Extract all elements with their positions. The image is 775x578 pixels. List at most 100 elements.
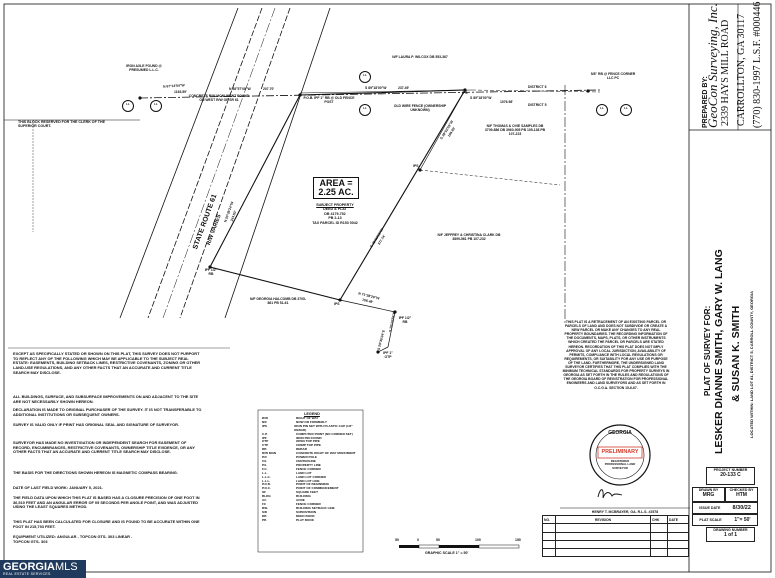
legend-desc: LAND LOT xyxy=(296,470,312,475)
note-10: EQUIPMENT UTILIZED: ANGULAR - TOPCON GTS… xyxy=(13,534,133,544)
ipf-otp-label: IPF 1" OTP xyxy=(383,351,393,359)
ipf-half-label: IPF 1/2" RB xyxy=(204,268,218,276)
seal-state: GEORGIA xyxy=(608,430,632,436)
legend-desc: POINT OF BEGINNING xyxy=(296,482,330,487)
scale-tick: 50 xyxy=(436,538,440,542)
legend-desc: OPEN TOP PIPE xyxy=(296,439,320,444)
revision-header-date: DATE xyxy=(667,514,689,525)
legend-desc: FENCE CORNER xyxy=(296,466,321,471)
legend-desc: BUILDING SETBACK LINE xyxy=(296,505,335,510)
scale-bar xyxy=(399,544,520,549)
watermark-tagline: REAL ESTATE SERVICES xyxy=(3,572,51,576)
legend-row: P.O.B. POINT OF BEGINNING xyxy=(262,483,362,487)
land-lot-tag: LL xyxy=(150,100,162,112)
deed-book: DB 4179-752 xyxy=(324,211,346,216)
drawn-by-label: DRAWN BY xyxy=(698,488,719,492)
subject-property-info: SUBJECT PROPERTY DEED & PLAT DB 4179-752… xyxy=(300,203,370,225)
legend-abbr: R/W MON xyxy=(262,451,277,456)
legend-abbr: PB xyxy=(262,517,267,522)
legend-abbr: C.P. xyxy=(262,431,268,436)
ips-label: IPS xyxy=(413,164,419,168)
clerk-block: THIS BLOCK RESERVED FOR THE CLERK OF THE… xyxy=(18,120,105,129)
legend-abbr: L.L.L. xyxy=(262,478,271,483)
issue-date-cell: ISSUE DATE 8/30/22 xyxy=(692,502,758,514)
checked-by-value: HTM xyxy=(736,492,747,498)
drawn-by-value: MRG xyxy=(702,492,715,498)
ips-label: IPS xyxy=(334,302,340,306)
area-label: AREA = xyxy=(319,178,353,188)
distance-label: 237.49' xyxy=(398,86,410,90)
surveyor-address-2: CARROLLTON, GA 30117 xyxy=(736,13,747,126)
legend-desc: LAND LOT LINE xyxy=(296,478,320,483)
legend-abbr: C/L xyxy=(262,458,267,463)
concrete-monument-label: CONCRETE R/W MONUMENT FOUND ON WEST R/W … xyxy=(188,94,250,102)
samples-label: N/F THOMAS & OVIE SAMPLES DB 3709-886 DB… xyxy=(484,124,546,136)
checked-by-label: CHECKED BY xyxy=(729,488,754,492)
plat-book: PB 2-13 xyxy=(328,216,342,221)
surveyor-signature xyxy=(597,489,623,499)
distance-label: 207.70' xyxy=(263,87,275,91)
legend-row: C.P.COMPUTED POINT (NO CORNER SET) xyxy=(262,431,362,437)
legend-desc: BUILDING xyxy=(296,494,311,499)
legend-abbr: IPF xyxy=(262,435,267,440)
legend-row: BLDG BUILDING xyxy=(262,494,362,499)
subject-property: SUBJECT PROPERTY xyxy=(316,203,354,207)
sheet-border xyxy=(3,3,772,573)
halcomb-label: N/F GEORGIA HALCOMB DB 3705-861 PB 51-61 xyxy=(250,297,307,305)
plat-title-line3: & SUSAN K. SMITH xyxy=(730,305,742,402)
legend-desc: SUBDIVISION xyxy=(296,509,317,514)
note-5: SURVEYOR HAS MADE NO INVESTIGATION OR IN… xyxy=(13,440,195,455)
legend-row: OTP OPEN TOP PIPE xyxy=(262,440,362,444)
scale-tick: 150 xyxy=(515,538,521,542)
land-lot-tag: LL xyxy=(596,104,608,116)
legend-abbr: SF xyxy=(262,490,266,495)
legend-abbr: OTP xyxy=(262,439,269,444)
signature-line: HENRY T. MCBRAYER, GA. R.L.S. #2578 xyxy=(591,510,659,514)
legend-desc: NOW OR FORMERLY xyxy=(296,419,327,424)
surveyor-address-1: 2339 HAYS MILL ROAD xyxy=(720,19,731,126)
seal-ring: REGISTERED PROFESSIONAL LAND SURVEYOR xyxy=(604,459,636,470)
scale-tick: 100 xyxy=(475,538,481,542)
sheet-number-cell: DRAWING NUMBER 1 of 1 xyxy=(706,527,755,542)
legend-desc: FENCE CORNER xyxy=(296,501,321,506)
legend-abbr: BLDG xyxy=(262,494,271,499)
legend-desc: CRIMP TOP PIPE xyxy=(296,443,321,448)
project-number-value: 20-133 C xyxy=(720,472,741,478)
note-6: THE BASIS FOR THE DIRECTIONS SHOWN HEREO… xyxy=(13,470,178,475)
legend-desc: PROPERTY LINE xyxy=(296,462,321,467)
legend-abbr: BSL xyxy=(262,505,269,510)
surveyor-phone: (770) 830-1997 L.S.F. #000446 xyxy=(752,1,763,128)
wilcox-label: N/F LAURA P. WILCOX DB 553-367 xyxy=(392,55,448,59)
legend-abbr: DB xyxy=(262,513,267,518)
legend-desc: IRON PIN FOUND xyxy=(296,435,322,440)
bearing-label: S 89°18'00"W xyxy=(470,96,492,100)
revision-header-chk: CHK xyxy=(650,514,668,525)
plat-scale-cell: PLAT SCALE 1"= 50' xyxy=(692,514,758,526)
land-lot-tag: LL xyxy=(359,71,371,83)
legend-row: L.L.LAND LOT xyxy=(262,470,362,476)
scale-tick: 50 xyxy=(395,538,399,542)
checked-by-cell: CHECKED BY HTM xyxy=(725,487,758,502)
legend-abbr: P.P. xyxy=(262,455,268,460)
land-lot-tag: LL xyxy=(122,100,134,112)
legend-row: P.P. POWER POLE xyxy=(262,455,362,460)
tax-parcel: TAX PARCEL ID R153 0042 xyxy=(312,220,358,225)
watermark-suffix: MLS xyxy=(54,561,78,573)
legend-abbr: CTP xyxy=(262,443,269,448)
project-number-label: PROJECT NUMBER xyxy=(713,468,748,472)
legend-desc: POWER POLE xyxy=(296,455,317,460)
legend-abbr: P.O.B. xyxy=(262,482,271,487)
